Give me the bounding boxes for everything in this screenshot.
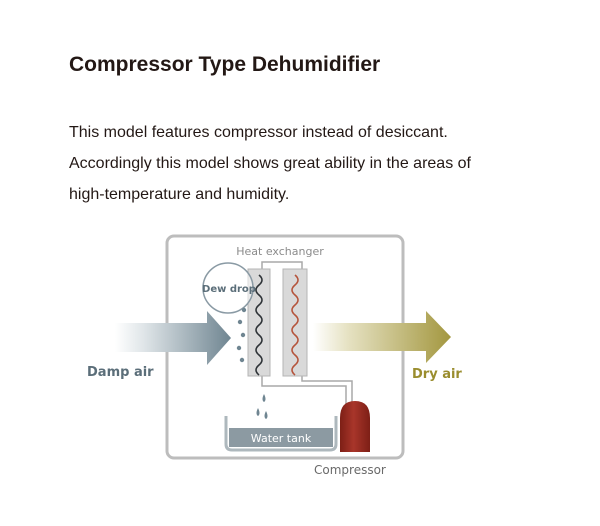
refrigerant-pipe-return xyxy=(261,376,353,404)
water-drops xyxy=(256,394,268,419)
description-line-1: This model features compressor instead o… xyxy=(69,124,448,141)
water-tank xyxy=(224,416,338,452)
damp-air-label: Damp air xyxy=(87,365,154,380)
description-line-2: Accordingly this model shows great abili… xyxy=(69,155,471,172)
dry-air-arrow xyxy=(313,311,451,363)
dry-air-label: Dry air xyxy=(412,367,462,382)
damp-air-arrow xyxy=(115,311,231,365)
description: This model features compressor instead o… xyxy=(69,117,589,210)
page-title: Compressor Type Dehumidifier xyxy=(69,53,381,76)
cold-coil xyxy=(255,274,263,376)
dew-drop-callout xyxy=(202,262,254,314)
water-tank-fill xyxy=(229,428,333,447)
water-tank-label: Water tank xyxy=(251,432,312,445)
heat-exchanger-label: Heat exchanger xyxy=(236,245,324,258)
condensation-dots xyxy=(236,307,247,363)
dew-drop-label: Dew drop xyxy=(202,284,256,295)
hot-coil xyxy=(291,274,299,376)
description-line-3: high-temperature and humidity. xyxy=(69,186,290,203)
cold-coil-panel xyxy=(247,268,271,377)
compressor xyxy=(340,401,370,452)
hot-coil-panel xyxy=(282,268,308,377)
compressor-label: Compressor xyxy=(314,463,386,477)
refrigerant-pipe xyxy=(261,261,303,270)
